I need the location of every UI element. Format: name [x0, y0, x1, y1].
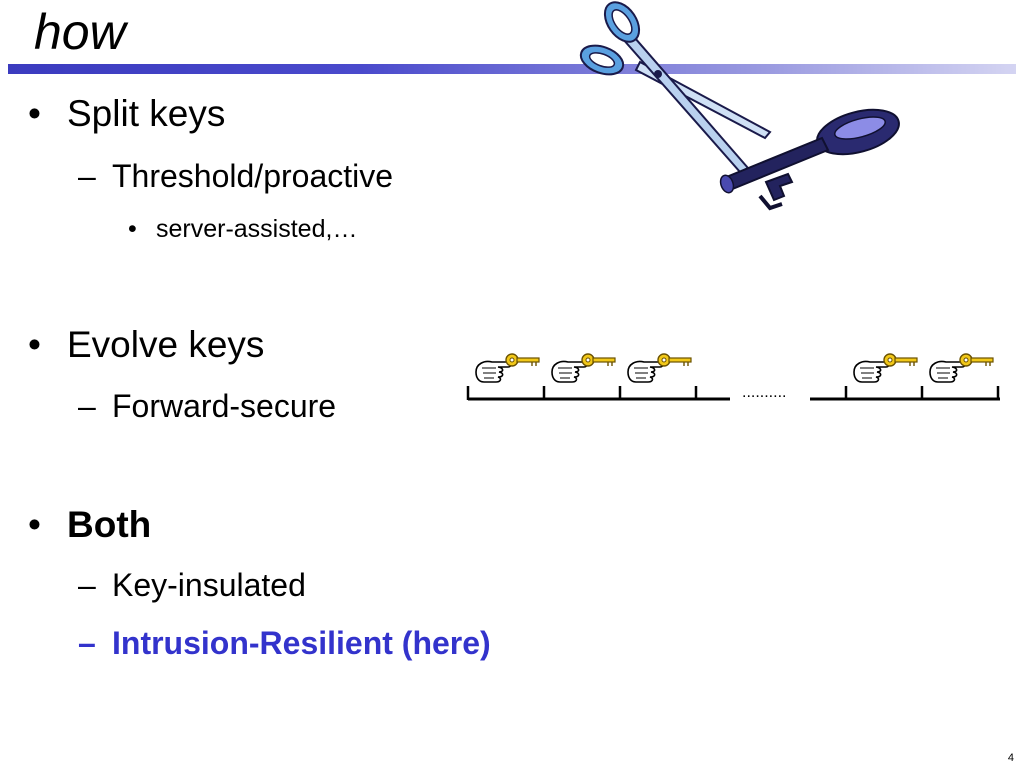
sub-bullet-intrusion-resilient: Intrusion-Resilient (here): [112, 625, 491, 661]
timeline-ellipsis: ..........: [742, 384, 786, 401]
bullet-marker-small: •: [128, 215, 137, 243]
bullet-marker: •: [28, 504, 41, 545]
dash-marker: –: [78, 388, 96, 424]
bullet-marker: •: [28, 93, 41, 134]
scissors-cutting-key-illustration: [579, 1, 900, 211]
hand-holding-key-icon: [853, 353, 918, 383]
scissors-icon: [579, 1, 772, 174]
hand-holding-key-icon: [929, 353, 994, 383]
title-underline-bar: [8, 64, 1016, 74]
bullet-split-keys: Split keys: [67, 93, 226, 134]
hand-holding-key-icon: [551, 353, 616, 383]
sub-sub-bullet-server-assisted: server-assisted,…: [156, 215, 358, 243]
key-icon: [719, 108, 900, 211]
sub-bullet-forward-secure: Forward-secure: [112, 388, 337, 424]
page-number: 4: [1007, 752, 1014, 764]
dash-marker: –: [78, 567, 96, 603]
bullet-both: Both: [67, 504, 152, 545]
slide-title: how: [34, 4, 126, 60]
bullet-evolve-keys: Evolve keys: [67, 324, 265, 365]
sub-bullet-threshold-proactive: Threshold/proactive: [112, 158, 394, 194]
bullet-marker: •: [28, 324, 41, 365]
key-evolution-timeline: ..........: [466, 353, 1000, 401]
hand-holding-key-icon: [475, 353, 540, 383]
dash-marker-highlight: –: [78, 625, 96, 661]
hand-holding-key-icon: [627, 353, 692, 383]
sub-bullet-key-insulated: Key-insulated: [112, 567, 306, 603]
dash-marker: –: [78, 158, 96, 194]
